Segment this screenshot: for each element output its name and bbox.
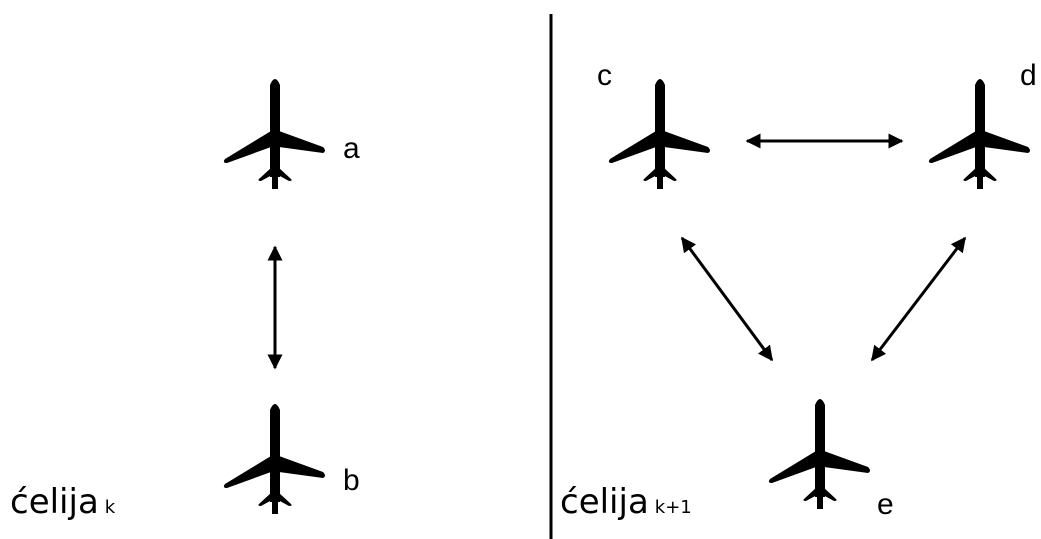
airplane-a-icon <box>223 79 325 189</box>
arrow-c-e <box>680 236 774 362</box>
cell-k-name: ćelija <box>10 482 99 522</box>
cell-k-subscript: k <box>105 497 116 518</box>
airplane-c-icon <box>608 79 710 189</box>
airplane-d-icon <box>928 79 1030 189</box>
label-c: c <box>597 59 612 92</box>
cell-k1-name: ćelija <box>560 482 649 522</box>
cell-k1-subscript: k+1 <box>655 497 692 518</box>
cell-k1-caption: ćelija k+1 <box>560 482 692 522</box>
label-d: d <box>1020 59 1037 92</box>
label-a: a <box>343 132 360 165</box>
label-e: e <box>877 488 894 521</box>
airplane-b-icon <box>223 404 325 514</box>
label-b: b <box>343 464 360 497</box>
arrow-d-e <box>870 236 967 362</box>
airplane-e-icon <box>768 399 870 509</box>
